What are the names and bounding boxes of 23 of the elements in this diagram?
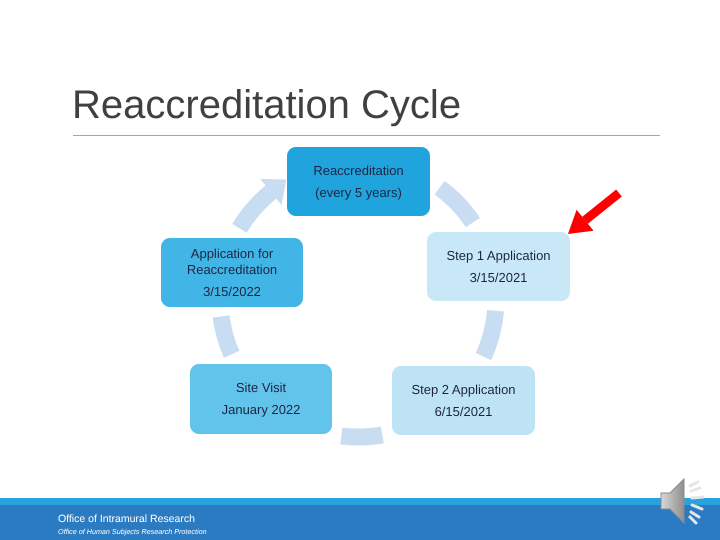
step-box xyxy=(161,238,303,307)
step-title: Application for Reaccreditation xyxy=(186,246,278,278)
step-detail: 6/15/2021 xyxy=(434,404,492,420)
cycle-arrow xyxy=(232,178,286,234)
slide-title: Reaccreditation Cycle xyxy=(72,82,462,128)
step-title: Reaccreditation xyxy=(313,162,404,178)
cycle-arc xyxy=(476,310,504,360)
cycle-arc xyxy=(340,426,384,446)
step-detail: (every 5 years) xyxy=(315,184,402,200)
pointer-arrow xyxy=(568,190,622,234)
step-detail: 3/15/2021 xyxy=(470,270,528,286)
step-title: Step 1 Application xyxy=(446,248,551,264)
step-box xyxy=(392,366,535,435)
office-name: Office of Intramural Research xyxy=(58,514,195,526)
cycle-arc xyxy=(212,315,240,358)
step-detail: 3/15/2022 xyxy=(203,284,261,300)
step-detail: January 2022 xyxy=(222,402,300,418)
step-title: Step 2 Application xyxy=(411,382,516,398)
step-box xyxy=(190,364,332,434)
step-title: Site Visit xyxy=(236,380,286,396)
step-box xyxy=(427,232,570,301)
cycle-arc xyxy=(434,181,480,228)
step-box xyxy=(287,147,430,216)
